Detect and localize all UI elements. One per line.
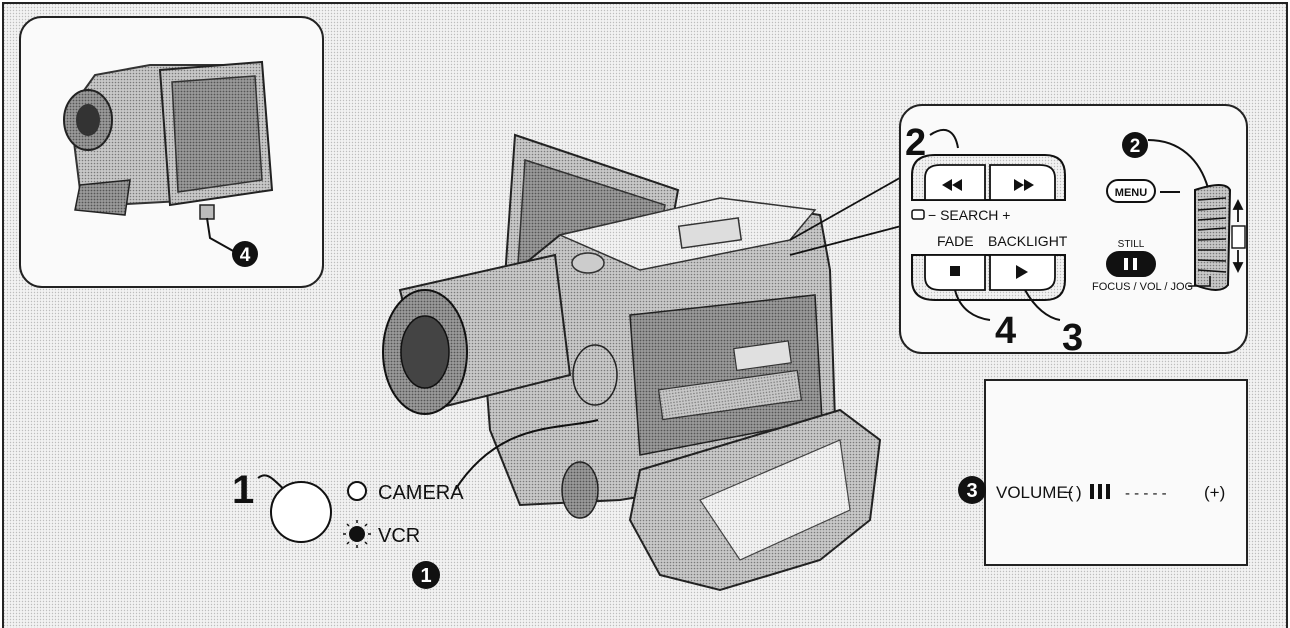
- volume-level-bar: [1090, 484, 1094, 499]
- callout-circle-4-text: 4: [240, 245, 251, 266]
- rewind-button[interactable]: [924, 164, 986, 201]
- volume-level-bars: [1090, 484, 1110, 499]
- callout-circle-3: [958, 476, 986, 504]
- leader-line-mode-lamp: [454, 419, 599, 491]
- dial-push-icon: [1231, 225, 1246, 249]
- power-switch-circle: [270, 481, 332, 543]
- search-label-row: − SEARCH +: [911, 207, 1010, 223]
- callout-circle-2-text: 2: [1130, 136, 1141, 157]
- playback-button-group: [911, 254, 1066, 301]
- vcr-mode-label: VCR: [378, 525, 420, 547]
- search-button-group: [911, 154, 1066, 201]
- step-3-number: 3: [1062, 317, 1083, 359]
- step-3-leader: [1024, 289, 1061, 321]
- callout-circle-1-text: 1: [420, 565, 431, 587]
- vcr-lamp-lit-icon: [343, 520, 371, 548]
- volume-level-bar: [1106, 484, 1110, 499]
- menu-button[interactable]: [1106, 179, 1156, 203]
- fast-forward-icon: [1014, 179, 1034, 191]
- control-panel-detail: 2 − SEARCH + FADE BACKLIGHT: [899, 104, 1248, 359]
- step-4-leader: [954, 289, 991, 321]
- volume-label: VOLUME(: [996, 483, 1074, 502]
- volume-minus-close: ): [1076, 483, 1082, 502]
- pause-icon: [1124, 258, 1137, 270]
- fade-label: FADE: [937, 233, 974, 249]
- dial-function-label: FOCUS / VOL / JOG: [1092, 281, 1193, 293]
- step-1-callout: 1: [232, 468, 332, 543]
- dial-direction-arrows: [1232, 198, 1244, 274]
- step-4-number: 4: [995, 310, 1016, 352]
- pause-button[interactable]: [1106, 251, 1156, 277]
- step-2-leader: [929, 128, 959, 149]
- jog-dial[interactable]: [1194, 184, 1246, 291]
- dial-label-leader: [1188, 276, 1211, 287]
- search-label: − SEARCH +: [928, 207, 1010, 223]
- leader-line-panel-upper: [789, 174, 906, 241]
- mode-indicator: CAMERA VCR 1: [343, 481, 464, 589]
- step-1-number: 1: [232, 468, 254, 512]
- leader-line-panel-lower: [789, 224, 906, 256]
- volume-minus-sign: −: [1063, 483, 1073, 502]
- inset-camcorder-illustration: [63, 60, 274, 253]
- camera-mode-label: CAMERA: [378, 482, 464, 504]
- camera-lamp-icon: [347, 481, 367, 501]
- fast-forward-button[interactable]: [989, 164, 1056, 201]
- callout-circle-3-text: 3: [966, 480, 977, 502]
- volume-level-bar: [1098, 484, 1102, 499]
- menu-button-label: MENU: [1115, 187, 1147, 199]
- callout-circle-2: [1122, 132, 1148, 158]
- circle-2-leader: [1147, 139, 1209, 189]
- volume-display-panel: 3 VOLUME( − ) - - - - - (+): [958, 379, 1248, 566]
- step-2-number: 2: [905, 122, 926, 164]
- camcorder-illustration: [382, 133, 882, 592]
- tape-icon: [911, 209, 925, 220]
- volume-remaining-dashes: - - - - -: [1125, 485, 1167, 502]
- rewind-icon: [942, 179, 962, 191]
- still-label: STILL: [1118, 239, 1145, 250]
- play-icon: [1016, 265, 1028, 279]
- backlight-label: BACKLIGHT: [988, 233, 1068, 249]
- stop-icon: [950, 266, 960, 276]
- callout-circle-4: [232, 241, 258, 267]
- callout-circle-1: [412, 561, 440, 589]
- inset-camcorder-panel: 4: [19, 16, 324, 288]
- volume-plus-label: (+): [1204, 483, 1225, 502]
